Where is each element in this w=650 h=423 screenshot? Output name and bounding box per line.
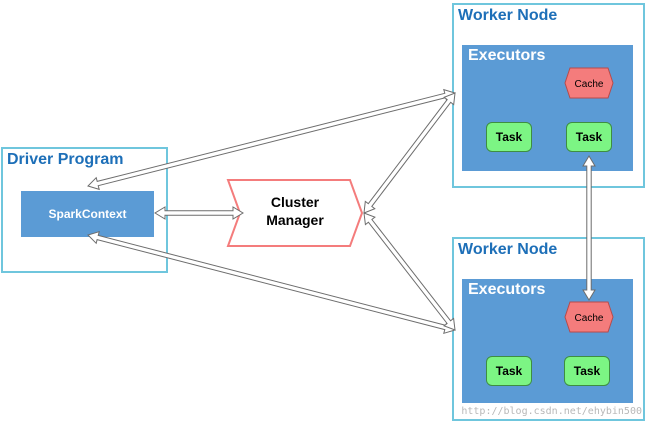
spark-context-box: SparkContext <box>21 191 154 237</box>
cluster-manager-label: Cluster Manager <box>240 193 350 229</box>
arrow-cluster-manager-worker-top <box>363 92 456 214</box>
arrow-cluster-manager-worker-bottom <box>363 212 456 331</box>
worker-node-bottom-title: Worker Node <box>458 241 558 258</box>
arrow-task-cache-link <box>582 155 596 301</box>
spark-context-label: SparkContext <box>48 207 127 221</box>
task-top-2: Task <box>566 122 612 152</box>
cache-top: Cache <box>564 67 614 99</box>
executors-bottom-box: Executors Cache Task Task <box>462 279 633 403</box>
cluster-manager-line2: Manager <box>266 212 324 228</box>
worker-node-top-title: Worker Node <box>458 7 558 24</box>
cache-bottom: Cache <box>564 301 614 333</box>
watermark: http://blog.csdn.net/ehybin500 <box>461 406 642 417</box>
driver-program-title: Driver Program <box>7 151 124 168</box>
cache-top-label: Cache <box>575 79 604 90</box>
arrow-driver-cluster-manager <box>154 206 244 220</box>
arrow-driver-worker-top <box>87 88 456 191</box>
task-bottom-2: Task <box>564 356 610 386</box>
cluster-manager-line1: Cluster <box>270 194 320 210</box>
executors-top-box: Executors Cache Task Task <box>462 45 633 171</box>
task-top-1: Task <box>486 122 532 152</box>
executors-top-label: Executors <box>468 47 546 64</box>
executors-bottom-label: Executors <box>468 281 546 298</box>
cache-bottom-label: Cache <box>575 313 604 324</box>
task-bottom-1: Task <box>486 356 532 386</box>
